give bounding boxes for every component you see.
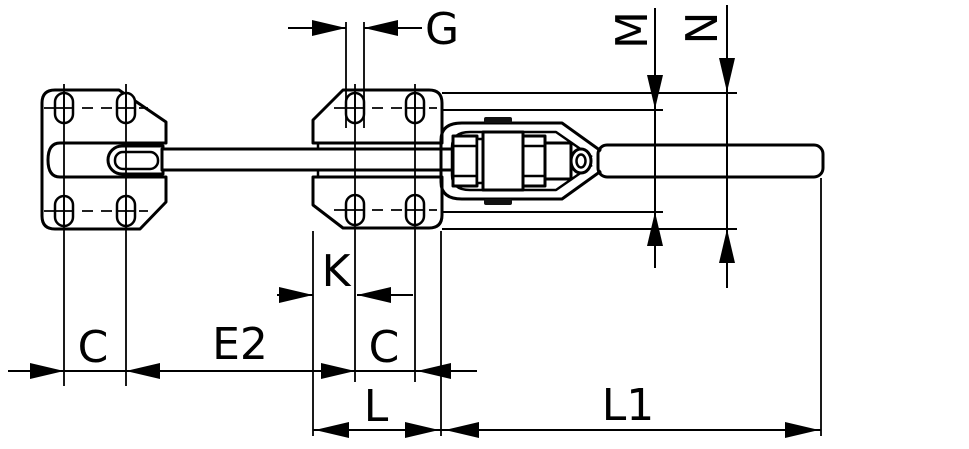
dimension-label-m: M	[607, 11, 658, 49]
hex-nut	[521, 134, 547, 188]
latch-bow-outer	[439, 121, 602, 201]
bow-eye	[569, 147, 593, 175]
dimension-g: G	[288, 4, 459, 55]
grub-screw-bottom	[484, 199, 512, 205]
dimension-label-c-left: C	[78, 322, 109, 373]
keeper-plate-outline	[40, 88, 168, 231]
keeper-hook	[106, 144, 165, 176]
spindle-sleeve	[543, 141, 573, 181]
dimension-m: M	[607, 8, 663, 268]
dimension-label-l: L	[364, 381, 389, 432]
dimension-k: K	[277, 246, 413, 303]
grub-screw-top	[484, 117, 512, 123]
dimension-c-e2-row: C E2 C	[8, 319, 477, 379]
dimension-label-g: G	[425, 4, 459, 55]
lever-bar	[596, 143, 825, 179]
keeper-plate	[40, 88, 168, 231]
spindle-rod	[160, 147, 457, 172]
dimension-label-k: K	[322, 246, 352, 297]
dimension-n: N	[677, 5, 735, 288]
hex-nut	[451, 134, 479, 188]
body-channel-edges	[442, 92, 737, 230]
adjusting-block	[481, 130, 525, 192]
dimension-label-n: N	[677, 12, 728, 45]
dimension-l-l1-row: L L1	[313, 380, 821, 438]
dimension-label-e2: E2	[212, 319, 268, 370]
extension-lines	[63, 22, 822, 436]
hook-inner	[113, 150, 160, 171]
dimension-label-c-right: C	[369, 322, 400, 373]
bow-eye-inner	[575, 153, 587, 169]
turnbuckle-assembly	[451, 117, 593, 205]
dimension-label-l1: L1	[602, 380, 655, 431]
